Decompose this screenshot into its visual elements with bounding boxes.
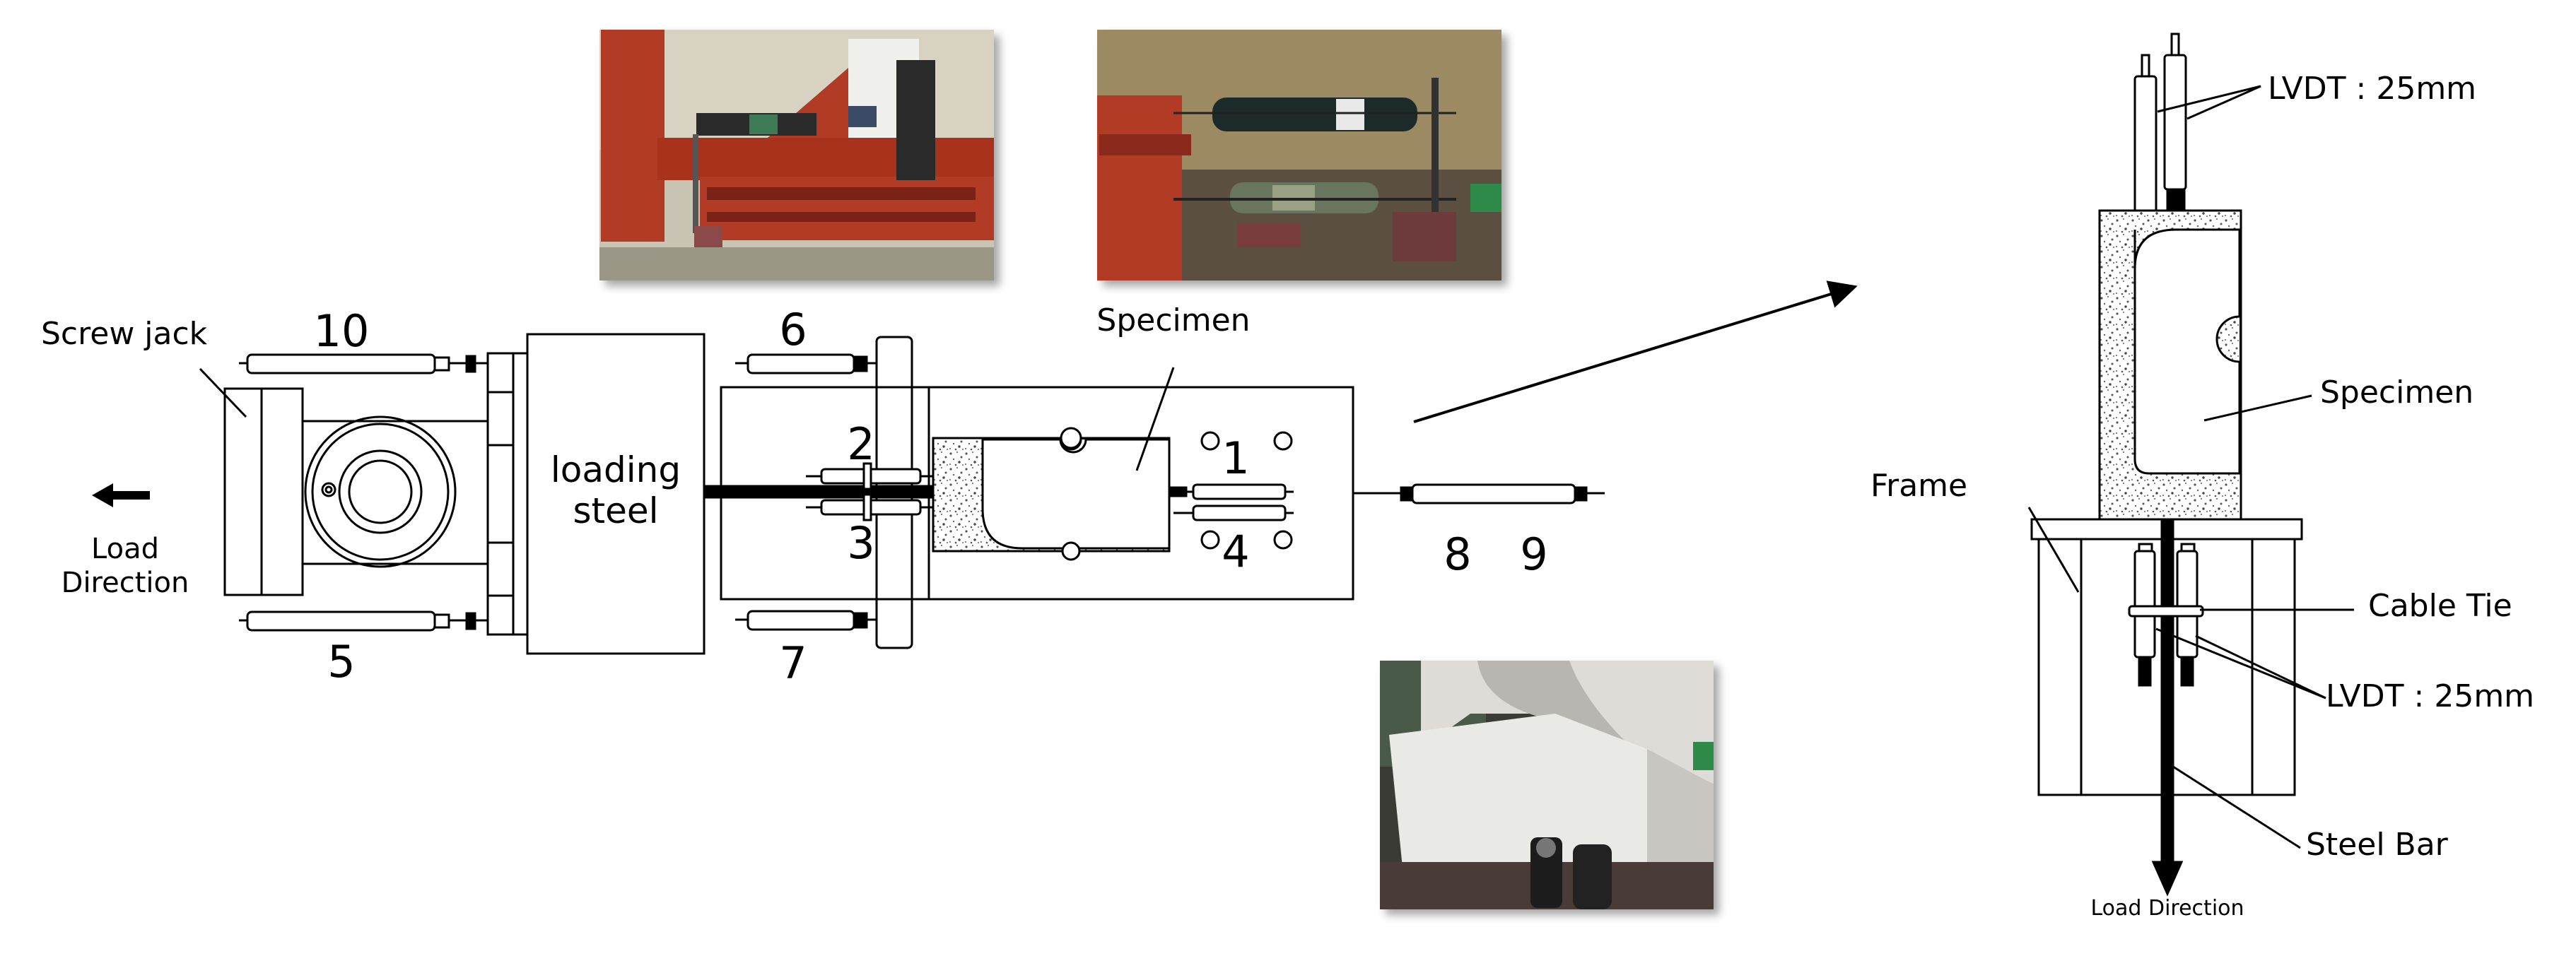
- lvdt-number-2: 2: [847, 418, 874, 470]
- photo-rig-lvdt-view: [1097, 30, 1501, 281]
- screw-jack-body: [301, 420, 489, 565]
- photo-specimen-closeup: [1380, 661, 1714, 909]
- detail-specimen-cavity: [2133, 228, 2241, 475]
- left-schematic: [223, 333, 1354, 655]
- label-load-direction-1: Load: [91, 533, 159, 565]
- label-cable-tie: Cable Tie: [2368, 588, 2512, 624]
- load-direction-arrow-right: [2151, 861, 2184, 897]
- lvdt-number-8: 8: [1444, 529, 1471, 580]
- label-frame: Frame: [1870, 468, 1967, 504]
- label-steel-bar: Steel Bar: [2306, 827, 2449, 863]
- lvdt-4: [1173, 504, 1294, 521]
- lvdt-number-5: 5: [327, 636, 355, 687]
- label-specimen-left: Specimen: [1096, 302, 1250, 338]
- detail-arrow: [1413, 281, 1858, 423]
- lvdt-1: [1173, 483, 1294, 500]
- lvdt-number-3: 3: [847, 517, 874, 569]
- lvdt-number-1: 1: [1222, 432, 1249, 484]
- cable-tie: [2128, 605, 2204, 618]
- label-screw-jack: Screw jack: [41, 316, 208, 352]
- label-load-direction-right: Load Direction: [2090, 896, 2244, 921]
- lvdt-3: [806, 493, 933, 521]
- load-direction-arrow-left: [92, 483, 150, 507]
- leader-lines-left: [199, 367, 1175, 471]
- lvdt-8-9: [1353, 483, 1605, 504]
- lvdt-6: [735, 353, 877, 374]
- label-loading-steel-2: steel: [573, 490, 658, 531]
- label-loading-steel-1: loading: [551, 449, 681, 490]
- lvdt-10: [239, 353, 488, 374]
- right-schematic: [2030, 33, 2303, 897]
- lvdt-sensors-left: [239, 353, 1605, 632]
- lvdt-number-9: 9: [1520, 529, 1547, 580]
- steel-bar: [703, 485, 935, 499]
- screw-jack-wheel: [304, 415, 457, 568]
- label-lvdt-bottom: LVDT : 25mm: [2326, 678, 2534, 714]
- detail-steel-bar: [2160, 518, 2174, 874]
- lvdt-7: [735, 610, 877, 631]
- leader-lines-right: [2027, 85, 2354, 849]
- lvdt-number-6: 6: [779, 304, 807, 355]
- photo-rig-side-view: [599, 30, 994, 281]
- screw-jack-plate: [223, 387, 263, 596]
- label-specimen-right: Specimen: [2320, 374, 2473, 411]
- label-lvdt-top: LVDT : 25mm: [2268, 71, 2476, 107]
- lvdt-5: [239, 610, 488, 632]
- lvdt-bottom-pair: [2133, 543, 2199, 687]
- specimen-cavity: [981, 438, 1171, 550]
- lvdt-2: [806, 462, 933, 490]
- lvdt-number-4: 4: [1222, 526, 1249, 577]
- label-load-direction-2: Direction: [62, 567, 189, 599]
- lvdt-number-7: 7: [779, 637, 807, 689]
- lvdt-number-10: 10: [314, 305, 370, 357]
